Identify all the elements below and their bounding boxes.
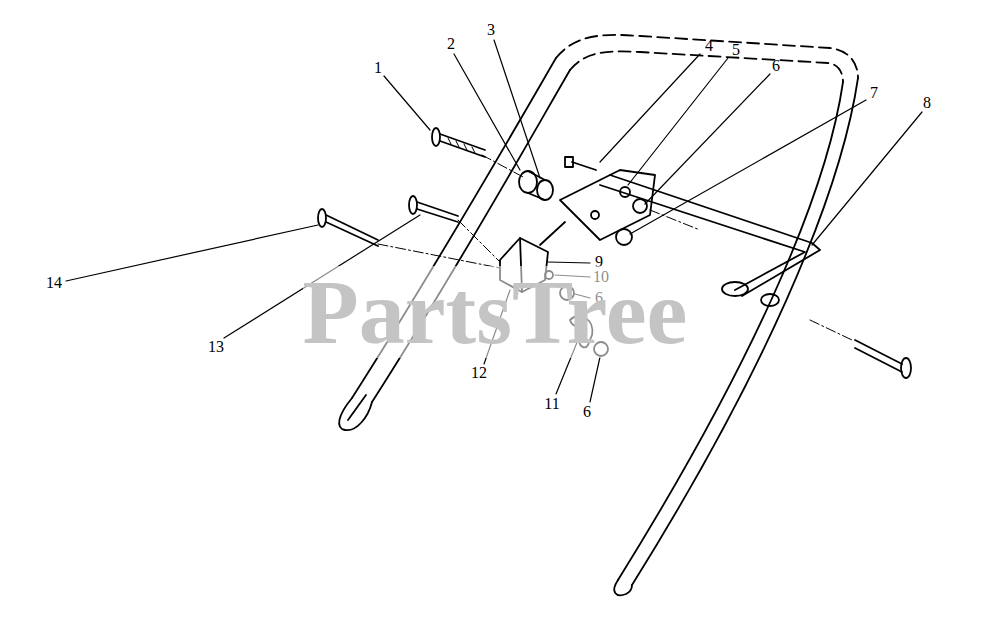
grip [339, 398, 372, 430]
bolt [440, 134, 485, 157]
callout-number: 1 [374, 60, 382, 76]
leader-lines [66, 40, 922, 402]
bolt [417, 202, 458, 222]
callout-number: 8 [923, 95, 931, 111]
handle-top [570, 51, 843, 82]
handle-top [556, 35, 858, 78]
bushing [761, 294, 779, 306]
bolt [901, 358, 911, 378]
bolt [432, 128, 440, 146]
watermark: PartsTree [303, 266, 688, 358]
leader-line [454, 54, 520, 170]
bolt [855, 340, 902, 372]
bolt [409, 196, 417, 214]
bolt [572, 162, 596, 170]
leader-line [548, 262, 590, 263]
callout-number: 14 [46, 275, 62, 291]
grip [348, 395, 366, 420]
nut [633, 199, 647, 213]
leader-line [600, 54, 700, 162]
spacer [528, 171, 545, 200]
leader-line [494, 40, 540, 178]
nut [616, 229, 632, 245]
callout-number: 6 [772, 58, 780, 74]
bolt [326, 215, 378, 246]
hole [591, 211, 599, 219]
switch-rod [540, 222, 565, 245]
callout-number: 11 [544, 396, 559, 412]
callout-number: 4 [705, 38, 713, 54]
callout-number: 7 [870, 85, 878, 101]
handle-tube [614, 580, 632, 595]
callout-number: 13 [208, 339, 224, 355]
leader-line [628, 58, 728, 185]
leader-line [812, 112, 922, 245]
bolt [565, 157, 573, 167]
bushing [722, 282, 748, 296]
hole [620, 187, 630, 197]
leader-line [66, 225, 318, 281]
callout-number: 3 [487, 22, 495, 38]
callout-number: 2 [447, 36, 455, 52]
bracket [560, 170, 655, 240]
leader-line [590, 357, 600, 402]
callout-number: 5 [732, 42, 740, 58]
bolt [318, 209, 326, 227]
leader-line [645, 74, 770, 204]
leader-line [384, 76, 430, 130]
bolt-thread [448, 138, 475, 153]
callout-number: 6 [583, 404, 591, 420]
callout-number: 12 [471, 365, 487, 381]
leader-line [630, 100, 866, 234]
